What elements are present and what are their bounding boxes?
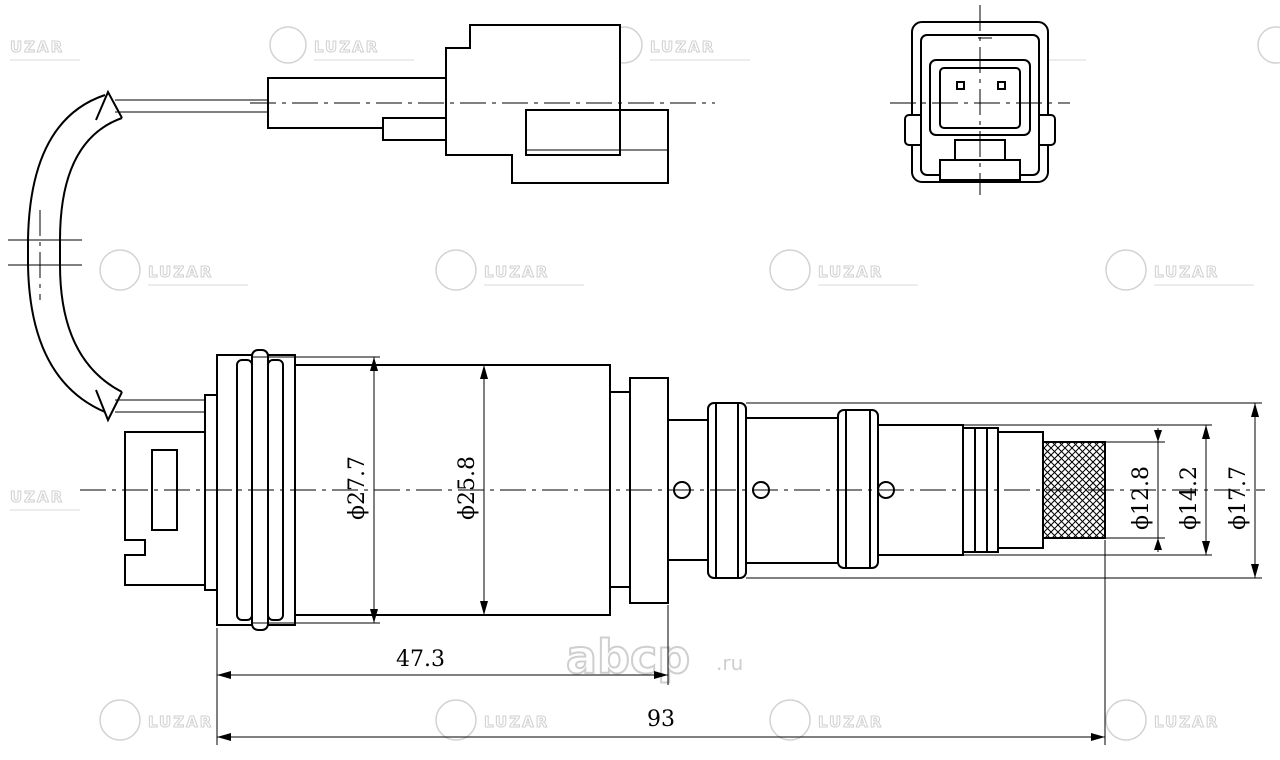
watermark-text: UZAR <box>10 38 64 56</box>
dim-body-diameter: ϕ25.8 <box>455 456 480 520</box>
watermark-8: LUZAR <box>769 249 918 291</box>
site-mark-suffix: .ru <box>716 651 743 675</box>
watermark-text: LUZAR <box>650 38 715 56</box>
connector-end-view <box>890 5 1070 195</box>
dim-total-length: 93 <box>647 707 675 732</box>
mesh-line <box>1058 442 1105 489</box>
mesh-line <box>1079 442 1105 468</box>
watermark-7: LUZAR <box>435 249 584 291</box>
mesh-line <box>1043 442 1093 492</box>
watermark-text: LUZAR <box>1154 263 1219 281</box>
mesh-line <box>1043 502 1079 538</box>
mesh-line <box>1043 442 1065 464</box>
dim-housing-diameter: ϕ27.7 <box>345 456 370 520</box>
site-mark-name: abcp <box>566 630 690 684</box>
watermark-text: LUZAR <box>484 713 549 731</box>
site-watermark: abcp .ru <box>565 629 743 685</box>
watermark-text: LUZAR <box>818 263 883 281</box>
dim-ring-large-diameter: ϕ17.7 <box>1226 466 1251 530</box>
connector-side-view <box>250 24 715 184</box>
mesh-line <box>1065 498 1105 538</box>
watermark-text: LUZAR <box>314 38 379 56</box>
mesh-line <box>1043 442 1079 478</box>
watermark-15: LUZAR <box>435 699 549 741</box>
watermark-text: LUZAR <box>148 263 213 281</box>
mesh-line <box>1086 519 1105 538</box>
watermark-5 <box>1257 26 1280 64</box>
watermark-text: LUZAR <box>818 713 883 731</box>
watermark-16: LUZAR <box>769 699 883 741</box>
mesh-line <box>1043 509 1072 538</box>
mesh-line <box>1086 442 1105 461</box>
watermark-2: LUZAR <box>269 26 414 64</box>
mesh-line <box>1043 516 1065 538</box>
mesh-line <box>1058 491 1105 538</box>
watermark-17: LUZAR <box>1105 699 1219 741</box>
mesh-line <box>1065 442 1105 482</box>
mesh-line <box>1079 512 1105 538</box>
valve-side-view <box>80 349 1265 631</box>
watermark-1: UZAR <box>10 38 80 61</box>
watermark-14: LUZAR <box>99 699 213 741</box>
watermark-9: LUZAR <box>1105 249 1254 291</box>
dimensions: ϕ27.7 ϕ25.8 ϕ12.8 ϕ14.2 ϕ17.7 47.3 <box>216 356 1262 745</box>
watermark-text: UZAR <box>10 488 64 506</box>
watermark-6: LUZAR <box>99 249 248 291</box>
watermark-text: LUZAR <box>1154 713 1219 731</box>
dim-body-length: 47.3 <box>396 647 445 672</box>
wire-harness <box>8 89 268 423</box>
mesh-line <box>1072 442 1105 475</box>
mesh-line <box>1043 442 1086 485</box>
mesh-line <box>1043 495 1086 538</box>
watermark-text: LUZAR <box>148 713 213 731</box>
dim-ring-small-diameter: ϕ14.2 <box>1177 466 1202 530</box>
watermark-text: LUZAR <box>484 263 549 281</box>
watermark-10: UZAR <box>10 488 80 511</box>
mesh-line <box>1043 442 1072 471</box>
mesh-line <box>1072 505 1105 538</box>
watermark-3: LUZAR <box>605 26 750 64</box>
dim-filter-diameter: ϕ12.8 <box>1129 466 1154 530</box>
mesh-line <box>1043 470 1105 534</box>
